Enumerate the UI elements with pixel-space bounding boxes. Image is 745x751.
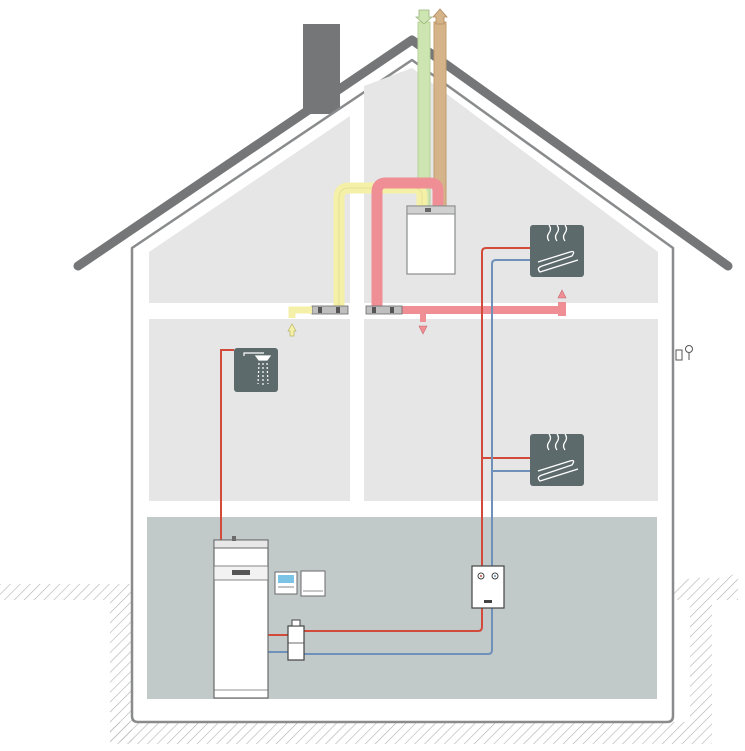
floor-heating-icon (537, 224, 579, 273)
roof-ducts (414, 8, 448, 213)
floor-heating-icon (537, 433, 579, 482)
attic-room-left (149, 116, 350, 303)
air-inlet-arrow-icon (414, 9, 434, 25)
shower-tile (234, 348, 278, 392)
room-left (149, 319, 350, 501)
shower-icon (243, 352, 272, 386)
warm-air-duct (371, 177, 444, 308)
air-outlet-arrow-icon (432, 8, 448, 25)
ceiling-ducts (287, 289, 567, 337)
hydraulic-station (471, 565, 505, 609)
heating-pipes (220, 247, 530, 655)
floor-heating-tile-lower (530, 433, 584, 486)
heat-pump-tower (213, 536, 269, 699)
room-controller (274, 571, 298, 595)
floor-heating-tile-upper (530, 224, 584, 277)
outdoor-sensor-icon (675, 345, 693, 361)
ventilation-unit (406, 205, 456, 275)
ground (0, 572, 738, 744)
room-right (364, 319, 658, 501)
roof (73, 35, 733, 271)
system-control-unit (300, 570, 326, 597)
hydraulic-separator (287, 619, 305, 661)
